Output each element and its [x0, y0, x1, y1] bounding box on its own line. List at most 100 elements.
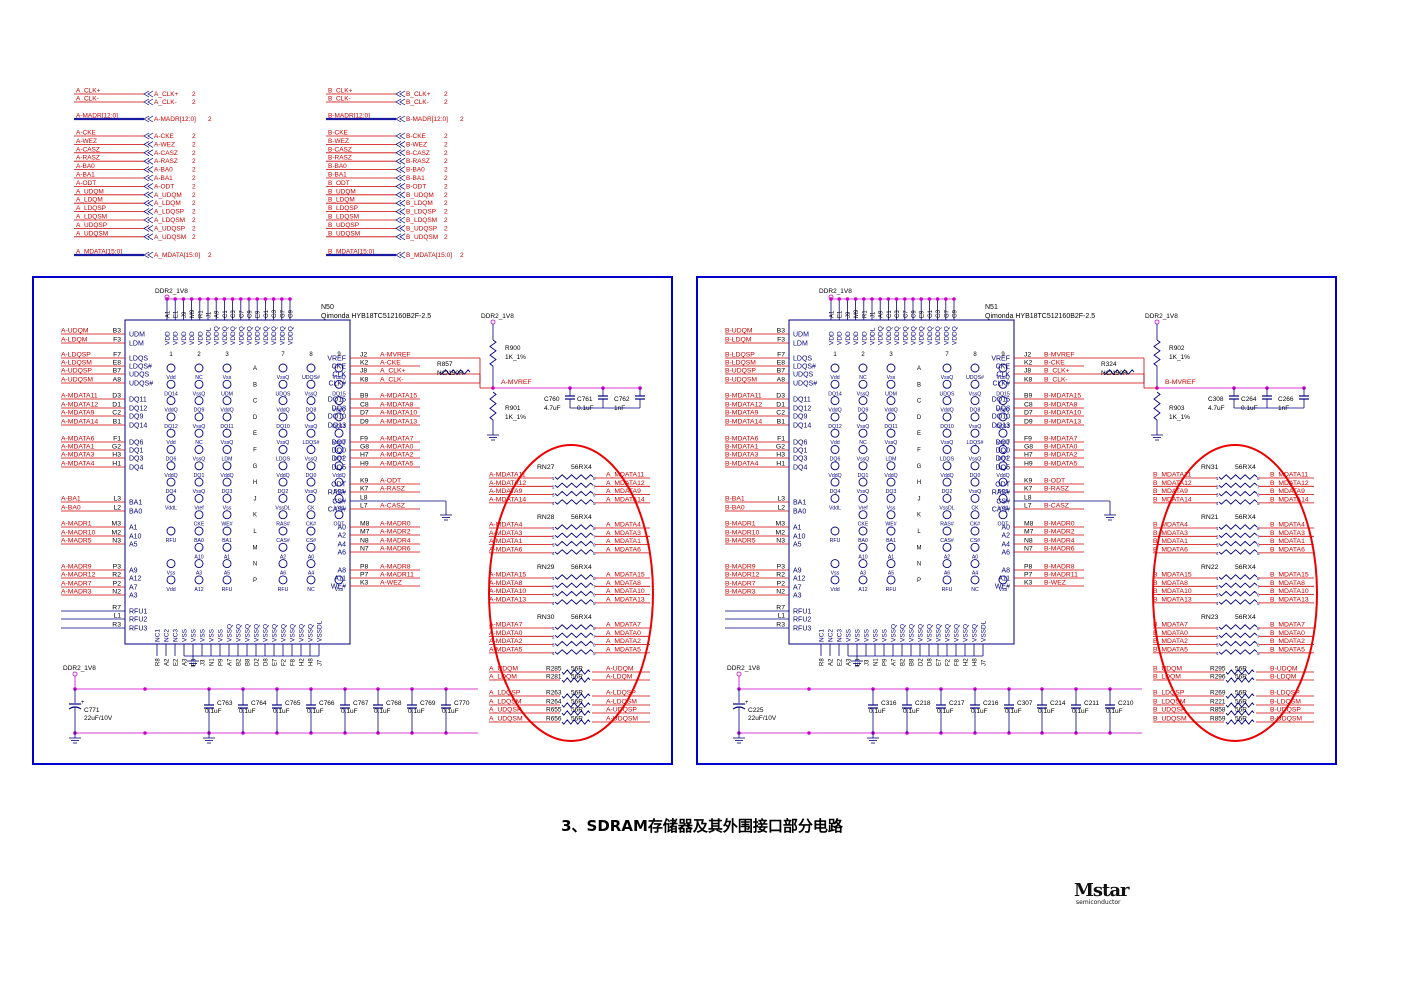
pin-name: CAS# — [992, 507, 1010, 514]
pin-name: VDD — [197, 331, 204, 345]
bus-label: B_MDATA[15:0] — [328, 249, 374, 256]
ball-row-letter: A — [253, 366, 257, 372]
resistor-symbol — [1225, 710, 1255, 716]
net-label: A-RASZ — [76, 155, 100, 162]
pin-number: K7 — [1024, 486, 1033, 493]
net-label: B-MDATA12 — [725, 402, 762, 409]
ball-name: ODT — [334, 522, 346, 528]
junction-dot — [280, 297, 284, 301]
net-label: A-MVREF — [501, 379, 532, 386]
pin-number: F1 — [777, 436, 785, 443]
bga-ball — [306, 559, 316, 569]
pin-number: R1 — [862, 310, 868, 318]
net-label: A-LDQM — [61, 337, 88, 344]
sheet-ref: 2 — [444, 209, 448, 216]
pin-name: DQ4 — [129, 465, 144, 472]
bga-ball — [166, 575, 176, 585]
pin-number: R2 — [112, 572, 121, 579]
ball-name: VssQ — [193, 424, 206, 430]
capacitor-value: 0.1uF — [937, 708, 954, 715]
chip-part-number: Qimonda HYB18TC512160B2F-2.5 — [985, 313, 1095, 320]
pin-name: A0 — [1001, 525, 1010, 532]
junction-dot — [165, 297, 169, 301]
resistor-value: 56R — [1235, 707, 1247, 714]
net-label: B-WEZ — [328, 138, 349, 145]
pin-number: M2 — [776, 530, 786, 537]
pin-name: VDD — [189, 331, 196, 345]
net-label: B-MDATA11 — [725, 393, 762, 400]
bga-ball — [942, 477, 952, 487]
net-label: A-BA0 — [61, 505, 81, 512]
ball-name: A6 — [280, 571, 286, 577]
capacitor-symbol — [598, 388, 608, 408]
bga-ball — [166, 526, 176, 536]
bga-ball — [222, 526, 232, 536]
pin-number: H7 — [360, 452, 369, 459]
ball-name: VssQ — [969, 391, 982, 397]
pin-name: VDDQ — [935, 326, 942, 345]
rnet-pin: 1 — [1216, 576, 1219, 581]
pin-name: A10 — [129, 534, 142, 541]
pin-number: G1 — [264, 309, 270, 318]
net-label: B-MDATA10 — [1044, 410, 1081, 417]
ball-name: Vss — [887, 505, 896, 511]
sheet-ref: 2 — [444, 99, 448, 106]
bga-ball — [942, 379, 952, 389]
pin-number: G8 — [1024, 444, 1033, 451]
pin-name: A4 — [1001, 542, 1010, 549]
net-label: A-MDATA13 — [380, 419, 417, 426]
mstar-logo: Mstar semiconductor — [1074, 880, 1154, 910]
junction-dot — [143, 731, 147, 735]
resistor-symbol — [1218, 549, 1258, 555]
sheet-ref: 2 — [444, 133, 448, 140]
net-label: A-MDATA8 — [380, 402, 414, 409]
pin-name: DQ5 — [332, 465, 347, 472]
pin-number: K3 — [360, 580, 369, 587]
net-label: B-LDQSM — [725, 360, 756, 367]
bga-ball — [306, 412, 316, 422]
ball-name: WE# — [221, 522, 232, 528]
pin-number: R8 — [156, 658, 162, 666]
sheet-ref: 2 — [444, 234, 448, 241]
pin-number: A2 — [165, 658, 171, 666]
pin-number: E7 — [273, 658, 279, 666]
pin-name: VDDQ — [919, 326, 926, 345]
rnet-pin: 8 — [593, 526, 596, 531]
capacitor-refdes: C214 — [1050, 700, 1066, 707]
bga-ball — [942, 461, 952, 471]
pin-name: VSS — [182, 628, 189, 642]
rnet-pin: 4 — [552, 601, 555, 606]
net-label: B-WEZ — [1044, 580, 1066, 587]
resistor-refdes: R269 — [1210, 690, 1226, 697]
resistor-symbol — [1218, 482, 1258, 489]
bga-ball — [942, 428, 952, 438]
resistor-symbol — [489, 339, 497, 367]
net-label: B-MDATA2 — [1044, 452, 1078, 459]
ball-name: VssQ — [857, 391, 870, 397]
net-label: A_MDATA3 — [606, 530, 641, 537]
ball-name: VssQ — [277, 375, 290, 381]
capacitor-value: 0.1uF — [408, 708, 425, 715]
pin-number: M9 — [190, 309, 196, 318]
pin-number: C2 — [112, 410, 121, 417]
sheet-ref: 2 — [192, 217, 196, 224]
ball-name: LDQS — [940, 457, 955, 463]
ball-name: VddQ — [220, 473, 233, 479]
bga-ball — [886, 363, 896, 373]
resistor-value: 56R — [1235, 666, 1247, 673]
port-label: B_UDQSP — [406, 225, 437, 232]
bga-ball — [194, 445, 204, 454]
ball-column-number: 9 — [337, 352, 341, 358]
bga-ball — [222, 461, 232, 471]
ball-row-letter: H — [917, 480, 921, 486]
net-label: A-MDATA7 — [380, 436, 414, 443]
resistor-symbol — [489, 391, 497, 421]
rnet-pin: 8 — [1257, 526, 1260, 531]
ball-name: DQ11 — [220, 424, 233, 430]
rnet-pin: 1 — [1216, 526, 1219, 531]
rnet-pin: 8 — [593, 626, 596, 631]
net-label: B_MDATA15 — [1270, 572, 1309, 579]
